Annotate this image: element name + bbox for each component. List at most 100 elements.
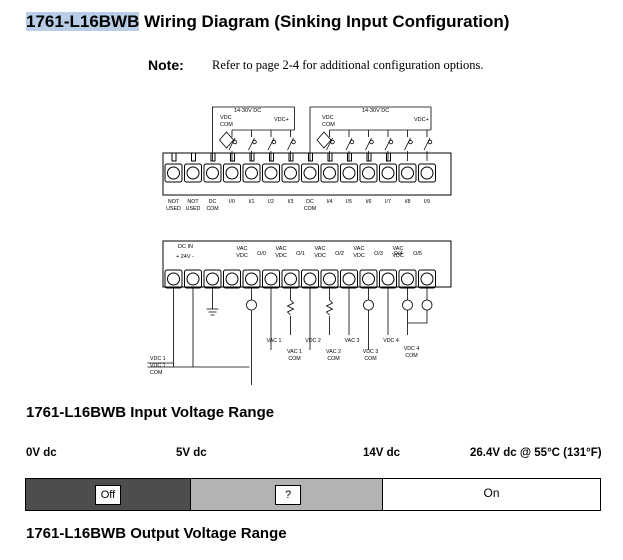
input-switch <box>267 130 275 161</box>
undefined-segment: ? <box>190 479 383 510</box>
input-switch-contact <box>427 139 433 145</box>
output-terminal-screw <box>186 272 200 286</box>
input-terminal-screw <box>323 166 336 180</box>
input-switch-contact <box>408 139 413 145</box>
input-terminal <box>164 163 183 183</box>
input-terminal-tab <box>249 152 255 162</box>
vac1-com-label: COM <box>288 356 300 362</box>
output-lead <box>348 287 369 350</box>
output-terminal-screw <box>420 272 434 286</box>
dc-in-label: DC IN <box>178 244 193 250</box>
vdc-plus-left: VDC+ <box>274 117 289 123</box>
title-rest: Wiring Diagram (Sinking Input Configurat… <box>139 12 510 31</box>
input-switch <box>384 130 392 161</box>
range-label-26v: 26.4V dc @ 55°C (131°F) <box>470 447 602 459</box>
input-supply-right-lead <box>309 106 431 161</box>
input-switch-contact <box>349 139 355 145</box>
input-terminal-label: I/6 <box>366 199 372 205</box>
relay-coil-icon <box>421 299 433 311</box>
input-terminal-label: I/5 <box>346 199 352 205</box>
output-terminal-screw <box>303 272 317 286</box>
input-terminal <box>418 163 436 183</box>
input-switch-contact <box>232 139 238 145</box>
output-terminal-screw <box>342 272 356 286</box>
input-terminal-label: I/2 <box>268 199 274 205</box>
input-supply-left-lead <box>212 106 295 161</box>
input-terminal-label: DC <box>209 199 217 205</box>
input-terminal-tab <box>171 152 177 162</box>
input-terminal <box>359 163 378 183</box>
vdc4-com-label: VDC 4 <box>404 346 420 352</box>
vdc4-label: VDC 4 <box>383 338 399 344</box>
input-terminal-label: COM <box>304 206 316 212</box>
input-switch <box>228 130 236 161</box>
output-terminal-screw <box>401 272 414 286</box>
input-terminal-label: USED <box>186 206 201 212</box>
input-terminal-screw <box>303 166 317 180</box>
note-text: Refer to page 2-4 for additional configu… <box>212 58 484 72</box>
output-range-heading: 1761-L16BWB Output Voltage Range <box>26 525 287 542</box>
relay-coil-icon <box>363 299 374 311</box>
input-switch <box>248 130 255 161</box>
relay-coil-icon <box>402 299 413 311</box>
on-label: On <box>483 486 500 500</box>
input-terminal-label: I/0 <box>229 199 235 205</box>
input-switch <box>326 130 333 161</box>
com-label-right: COM <box>322 122 335 128</box>
vdc-label-left: VDC <box>220 115 232 121</box>
input-terminal <box>281 163 300 183</box>
output-terminal-screw <box>167 272 180 286</box>
relay-coil-label: CR <box>424 303 431 308</box>
earth-ground-icon <box>206 287 219 316</box>
input-terminal-label: I/1 <box>249 199 255 205</box>
output-terminal-housing <box>162 240 452 288</box>
range-label-0v: 0V dc <box>26 447 57 459</box>
input-supply-right: 14-30V DC <box>362 108 389 114</box>
input-switch <box>423 130 431 161</box>
vdc-plus-right: VDC+ <box>414 117 429 123</box>
undefined-label: ? <box>275 485 301 505</box>
input-terminal-tab <box>366 152 372 162</box>
input-switch <box>345 130 353 161</box>
com-label-left: COM <box>220 122 233 128</box>
input-switch <box>365 130 372 161</box>
input-terminal-label: COM <box>206 206 218 212</box>
relay-coil-icon <box>246 299 257 311</box>
input-terminal-screw <box>186 166 200 180</box>
input-terminal <box>242 163 261 183</box>
input-terminal <box>379 163 397 183</box>
vdc-label: VDC <box>236 253 248 259</box>
vac-label: VAC <box>354 246 365 252</box>
input-terminal-tab <box>308 152 313 162</box>
dc-power-leads <box>147 287 194 368</box>
vac-label: VAC <box>315 246 326 252</box>
input-terminal-label: I/9 <box>424 199 430 205</box>
output-label: O/1 <box>296 251 305 257</box>
input-terminal-label: NOT <box>168 199 180 205</box>
vac1-label: VAC 1 <box>267 338 282 344</box>
note: Note: Refer to page 2-4 for additional c… <box>148 57 483 75</box>
input-terminal <box>398 163 417 183</box>
range-label-5v: 5V dc <box>176 447 207 459</box>
dc-in-bracket <box>169 245 219 253</box>
input-voltage-range-bar: Off ? On <box>25 478 601 511</box>
output-lead <box>387 287 428 335</box>
vdc3-com-label: VDC 3 <box>363 349 379 355</box>
relay-coil-label: CR <box>404 303 411 308</box>
vdc-label-right: VDC <box>322 115 334 121</box>
input-switch-contact <box>271 139 277 145</box>
output-label: O/3 <box>374 251 383 257</box>
model-number: 1761-L16BWB <box>26 12 140 31</box>
output-terminal <box>223 269 241 289</box>
vac-label: VAC <box>393 246 404 252</box>
input-wiring <box>212 106 433 161</box>
input-switch-contact <box>291 139 296 145</box>
input-terminal-tab <box>288 152 294 162</box>
input-terminal-screw <box>362 166 375 180</box>
vdc1-label: VDC 1 <box>150 363 166 369</box>
output-terminal-screw <box>323 272 336 286</box>
input-terminal-screw <box>420 166 434 180</box>
terminal-blocks <box>162 152 452 289</box>
